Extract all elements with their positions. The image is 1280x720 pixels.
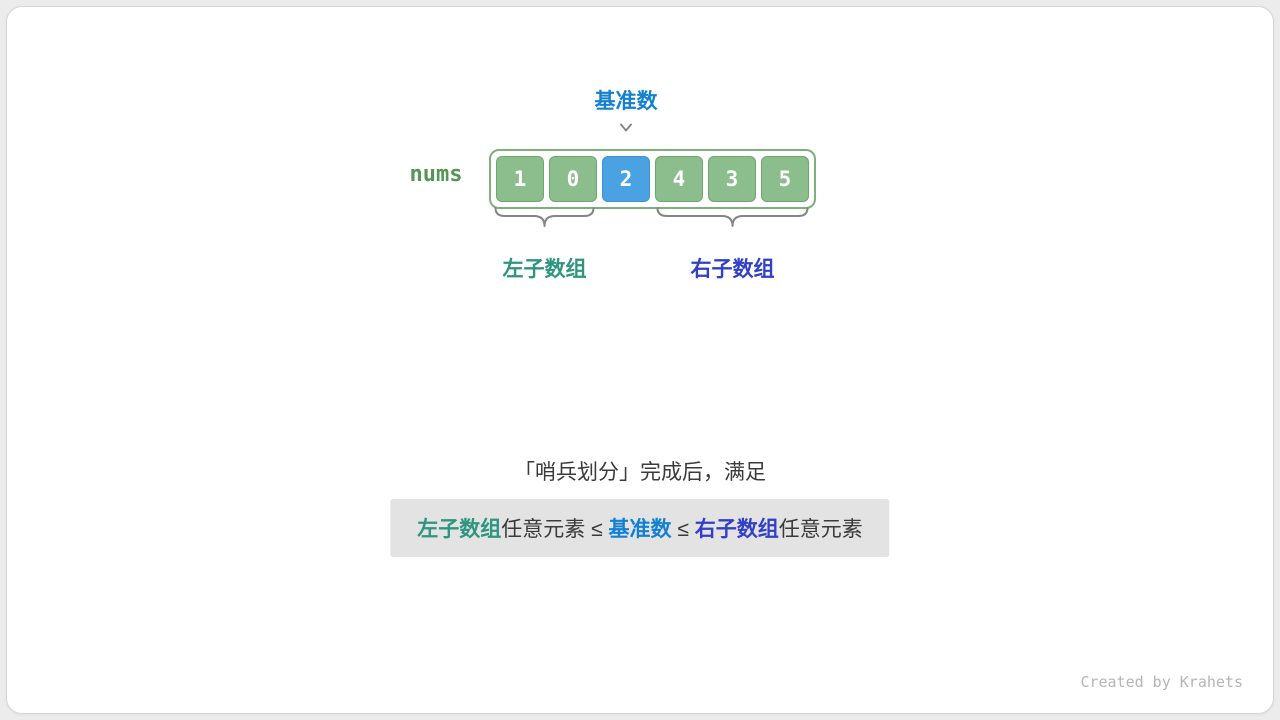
- caption-text: 「哨兵划分」完成后，满足: [514, 461, 766, 484]
- array-cell-pivot: 2: [602, 156, 650, 202]
- array-name-label: nums: [409, 162, 463, 187]
- array-cell: 4: [655, 156, 703, 202]
- chevron-down-icon: [619, 119, 633, 137]
- credit-text: Created by Krahets: [1080, 673, 1243, 691]
- formula-text: 任意元素: [778, 518, 863, 541]
- array-cell: 5: [761, 156, 809, 202]
- nums-array: 1 0 2 4 3 5: [489, 149, 816, 209]
- right-subarray-label: 右子数组: [690, 258, 775, 281]
- diagram-card: 基准数 nums 1 0 2 4 3 5 左子数组 右子数组 「哨兵划分」完成后…: [6, 6, 1274, 714]
- array-cell: 3: [708, 156, 756, 202]
- formula-left-subarray: 左子数组: [417, 518, 502, 541]
- pivot-label: 基准数: [594, 90, 658, 113]
- formula-box: 左子数组任意元素 ≤ 基准数 ≤ 右子数组任意元素: [390, 499, 890, 557]
- right-subarray-brace: [656, 207, 809, 234]
- formula-text: 任意元素 ≤: [501, 518, 609, 541]
- array-cell: 1: [496, 156, 544, 202]
- formula-right-subarray: 右子数组: [694, 518, 779, 541]
- left-subarray-label: 左子数组: [502, 258, 587, 281]
- array-cell: 0: [549, 156, 597, 202]
- formula-pivot: 基准数: [608, 518, 672, 541]
- formula-text: ≤: [671, 518, 695, 541]
- left-subarray-brace: [494, 207, 595, 234]
